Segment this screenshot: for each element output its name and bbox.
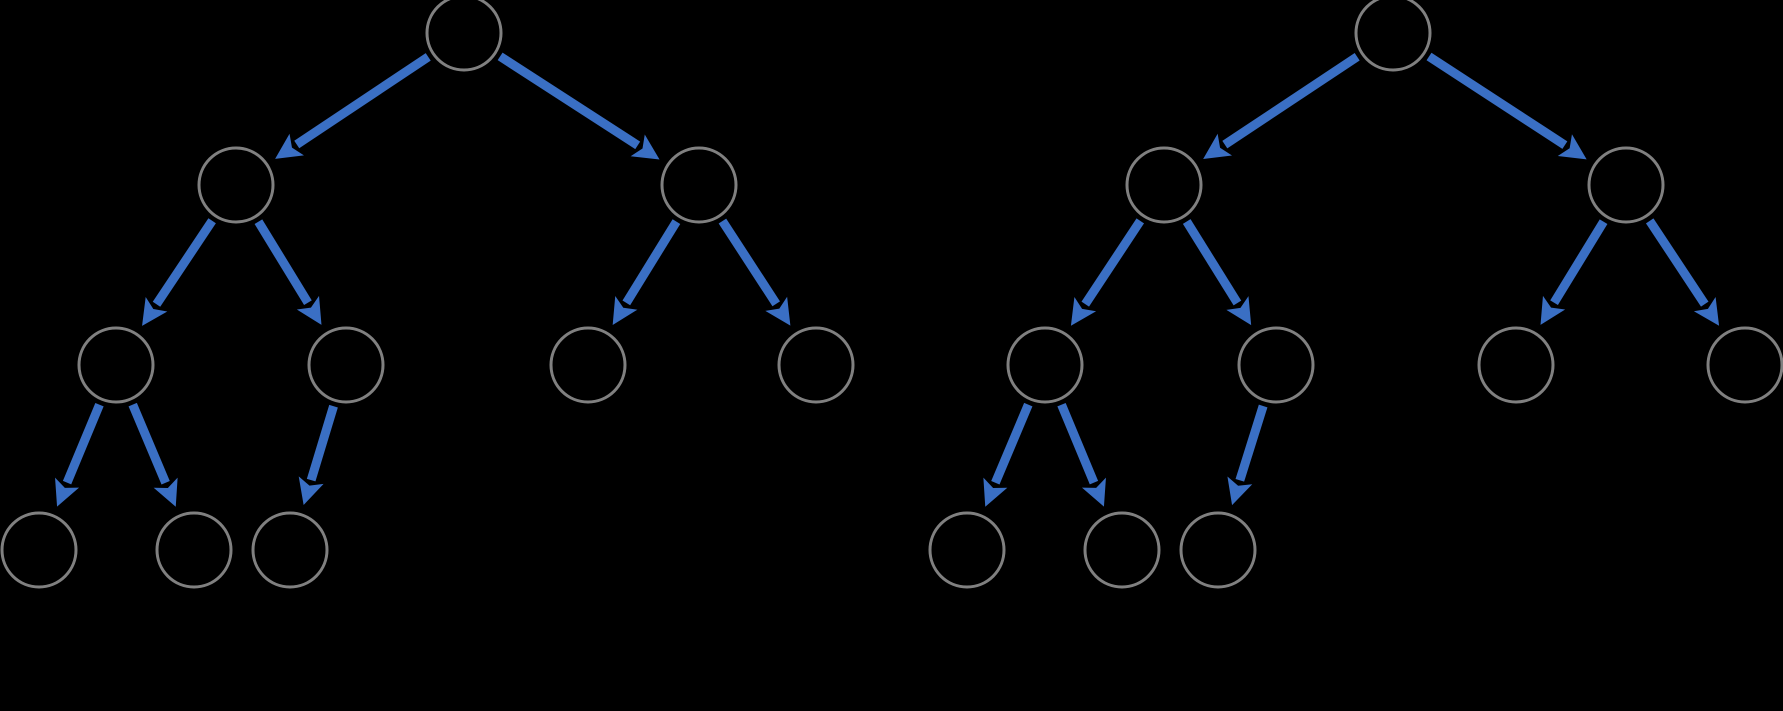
level3first-to-level4-second bbox=[1057, 402, 1106, 507]
level2right-to-level3-fourth-shaft bbox=[1645, 218, 1709, 307]
node-circle[interactable] bbox=[549, 326, 627, 404]
level3first-to-level4-second-shaft bbox=[1057, 402, 1099, 485]
tree-node[interactable] bbox=[1477, 326, 1555, 404]
level2right-to-level3-fourth-shaft bbox=[718, 218, 780, 307]
level3first-to-level4-first bbox=[983, 402, 1033, 507]
node-circle[interactable] bbox=[425, 0, 503, 72]
tree-node[interactable] bbox=[777, 326, 855, 404]
root-to-level2-right bbox=[497, 52, 660, 160]
node-circle[interactable] bbox=[197, 146, 275, 224]
root-to-level2-left-arrowhead-icon bbox=[1203, 133, 1233, 160]
level3first-to-level4-second-shaft bbox=[128, 402, 170, 485]
level2left-to-level3-first-arrowhead-icon bbox=[1070, 296, 1097, 326]
tree-node[interactable] bbox=[1083, 511, 1161, 589]
node-circle[interactable] bbox=[1179, 511, 1257, 589]
nodes-layer bbox=[0, 0, 1783, 589]
tree-node[interactable] bbox=[1125, 146, 1203, 224]
level2left-to-level3-first-arrowhead-icon bbox=[142, 297, 168, 326]
tree-node[interactable] bbox=[660, 146, 738, 224]
tree-node[interactable] bbox=[77, 326, 155, 404]
level3first-to-level4-second bbox=[128, 402, 178, 507]
level2left-to-level3-first bbox=[142, 218, 216, 326]
level3first-to-level4-first-shaft bbox=[62, 402, 104, 485]
tree-node[interactable] bbox=[197, 146, 275, 224]
level2left-to-level3-second-shaft bbox=[1182, 219, 1242, 306]
node-circle[interactable] bbox=[1006, 326, 1084, 404]
node-circle[interactable] bbox=[1354, 0, 1432, 72]
level2right-to-level3-third-arrowhead-icon bbox=[1540, 295, 1566, 325]
level3second-to-level4-third bbox=[1227, 404, 1268, 506]
node-circle[interactable] bbox=[660, 146, 738, 224]
level3first-to-level4-first bbox=[55, 402, 104, 507]
edges-layer bbox=[55, 52, 1720, 507]
root-to-level2-left bbox=[1203, 53, 1360, 160]
tree-node[interactable] bbox=[549, 326, 627, 404]
tree-node[interactable] bbox=[0, 511, 78, 589]
node-circle[interactable] bbox=[1083, 511, 1161, 589]
level3first-to-level4-first-shaft bbox=[991, 402, 1033, 485]
level3second-to-level4-third-arrowhead-icon bbox=[1227, 476, 1253, 506]
node-circle[interactable] bbox=[1587, 146, 1665, 224]
level2left-to-level3-first bbox=[1070, 218, 1145, 326]
level2right-to-level3-third bbox=[1540, 219, 1608, 325]
tree-node[interactable] bbox=[1179, 511, 1257, 589]
root-to-level2-right-shaft bbox=[497, 52, 641, 150]
node-circle[interactable] bbox=[1706, 326, 1783, 404]
tree-node[interactable] bbox=[1237, 326, 1315, 404]
level2left-to-level3-first-shaft bbox=[1081, 218, 1145, 307]
level3first-to-level4-second-arrowhead-icon bbox=[1081, 477, 1106, 507]
level2left-to-level3-second bbox=[1182, 219, 1252, 326]
tree-node[interactable] bbox=[1354, 0, 1432, 72]
tree-node[interactable] bbox=[1006, 326, 1084, 404]
root-to-level2-right-shaft bbox=[1426, 52, 1568, 149]
node-circle[interactable] bbox=[251, 511, 329, 589]
level2right-to-level3-third-shaft bbox=[622, 219, 681, 306]
level2right-to-level3-third-shaft bbox=[1550, 219, 1608, 306]
level3second-to-level4-third-arrowhead-icon bbox=[298, 476, 324, 506]
node-circle[interactable] bbox=[0, 511, 78, 589]
level2left-to-level3-second-arrowhead-icon bbox=[1226, 296, 1252, 326]
level3first-to-level4-second-arrowhead-icon bbox=[153, 477, 178, 507]
root-to-level2-right-arrowhead-icon bbox=[1557, 134, 1587, 160]
level2right-to-level3-fourth-arrowhead-icon bbox=[765, 296, 791, 326]
level3second-to-level4-third-shaft bbox=[1235, 404, 1268, 482]
level2right-to-level3-third bbox=[612, 219, 681, 325]
node-circle[interactable] bbox=[307, 326, 385, 404]
level2right-to-level3-fourth bbox=[1645, 218, 1720, 326]
node-circle[interactable] bbox=[928, 511, 1006, 589]
tree-node[interactable] bbox=[155, 511, 233, 589]
level2left-to-level3-second-shaft bbox=[254, 219, 312, 306]
level2left-to-level3-first-shaft bbox=[152, 218, 216, 307]
root-to-level2-right bbox=[1426, 52, 1587, 160]
tree-node[interactable] bbox=[1706, 326, 1783, 404]
root-to-level2-left-arrowhead-icon bbox=[275, 133, 304, 159]
level2right-to-level3-third-arrowhead-icon bbox=[612, 296, 638, 325]
level3first-to-level4-first-arrowhead-icon bbox=[983, 477, 1008, 507]
root-to-level2-right-arrowhead-icon bbox=[630, 134, 660, 160]
tree-node[interactable] bbox=[425, 0, 503, 72]
node-circle[interactable] bbox=[77, 326, 155, 404]
tree-node[interactable] bbox=[251, 511, 329, 589]
tree-node[interactable] bbox=[1587, 146, 1665, 224]
tree-node[interactable] bbox=[928, 511, 1006, 589]
node-circle[interactable] bbox=[1125, 146, 1203, 224]
level3second-to-level4-third bbox=[298, 404, 338, 506]
root-to-level2-left-shaft bbox=[294, 53, 431, 149]
level2left-to-level3-second bbox=[254, 219, 322, 325]
root-to-level2-left bbox=[275, 53, 431, 159]
level2left-to-level3-second-arrowhead-icon bbox=[296, 295, 322, 325]
tree-node[interactable] bbox=[307, 326, 385, 404]
node-circle[interactable] bbox=[1477, 326, 1555, 404]
node-circle[interactable] bbox=[777, 326, 855, 404]
root-to-level2-left-shaft bbox=[1222, 53, 1360, 149]
level2right-to-level3-fourth bbox=[718, 218, 791, 326]
node-circle[interactable] bbox=[155, 511, 233, 589]
level3second-to-level4-third-shaft bbox=[306, 404, 338, 482]
level2right-to-level3-fourth-arrowhead-icon bbox=[1693, 296, 1720, 326]
node-circle[interactable] bbox=[1237, 326, 1315, 404]
level3first-to-level4-first-arrowhead-icon bbox=[55, 477, 80, 507]
